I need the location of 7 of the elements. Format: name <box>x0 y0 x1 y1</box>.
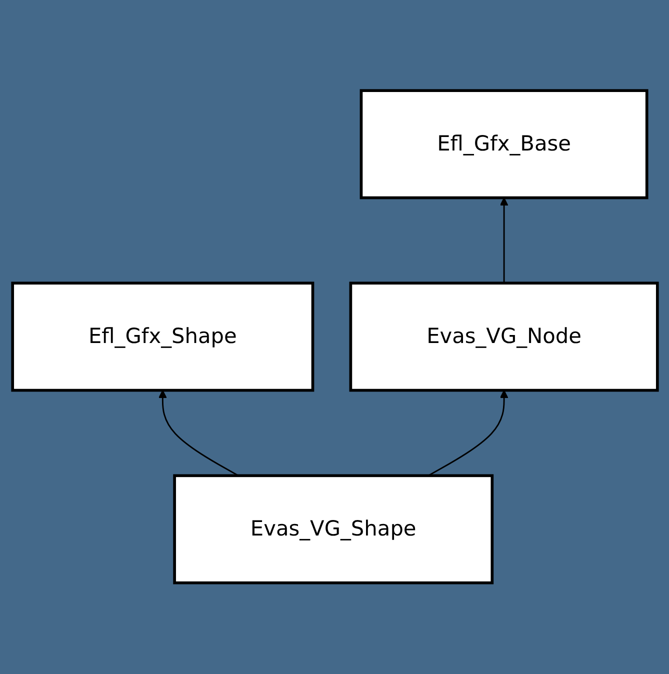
node-box: Efl_Gfx_Shape <box>10 282 314 392</box>
arrow <box>158 390 238 477</box>
node-box: Evas_VG_Shape <box>172 474 494 585</box>
node-box: Evas_VG_Node <box>348 282 658 392</box>
arrow <box>499 198 508 284</box>
arrow <box>428 390 508 477</box>
node-box: Efl_Gfx_Base <box>359 89 648 200</box>
